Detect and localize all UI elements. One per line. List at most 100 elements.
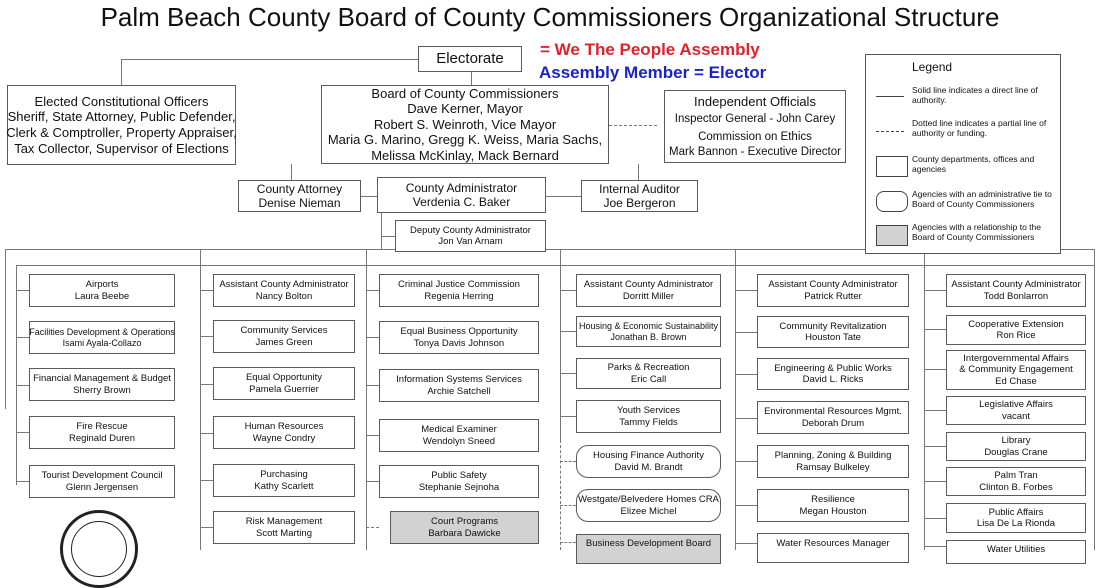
col6-tick (924, 446, 946, 447)
col5-tick (735, 543, 757, 544)
col3-tick (366, 337, 379, 338)
col3-dashed-spine (366, 470, 367, 550)
dept-planning-zoning-building: Planning, Zoning & Building Ramsay Bulke… (757, 445, 909, 478)
dept-head: Ed Chase (995, 375, 1037, 387)
col5-tick (735, 290, 757, 291)
col2-tick (200, 480, 213, 481)
asst-admin-miller: Assistant County Administrator Dorritt M… (576, 274, 721, 307)
col6-tick (924, 369, 946, 370)
connector-line (560, 249, 561, 265)
dept-head: Laura Beebe (74, 290, 130, 302)
col3-tick-dashed (366, 527, 379, 528)
dept-head: Isami Ayala-Collazo (62, 337, 142, 348)
board-member: Robert S. Weinroth, Vice Mayor (373, 116, 557, 132)
dept-title: Legislative Affairs (979, 399, 1053, 411)
dept-title: Intergovernmental Affairs (963, 353, 1069, 365)
dept-head: Sherry Brown (73, 384, 131, 396)
sub-branch-line (16, 265, 1094, 266)
dept-head: Pamela Guerrier (249, 383, 319, 395)
col2-tick (200, 527, 213, 528)
agency-westgate-belvedere-cra: Westgate/Belvedere Homes CRA Elizee Mich… (576, 489, 721, 522)
col2-tick (200, 290, 213, 291)
agency-housing-finance-authority: Housing Finance Authority David M. Brand… (576, 445, 721, 478)
dept-title: Assistant County Administrator (583, 279, 714, 291)
dept-fire-rescue: Fire Rescue Reginald Duren (29, 416, 175, 449)
dept-engineering-public-works: Engineering & Public Works David L. Rick… (757, 358, 909, 390)
col4-tick-dashed (560, 542, 576, 543)
dept-title: Criminal Justice Commission (398, 279, 520, 291)
connector-line (121, 59, 122, 85)
col5-tick (735, 418, 757, 419)
dept-public-affairs: Public Affairs Lisa De La Rionda (946, 503, 1086, 533)
col6-tick (924, 481, 946, 482)
independent-line: Commission on Ethics (698, 131, 812, 144)
criminal-justice-commission: Criminal Justice Commission Regenia Herr… (379, 274, 539, 307)
internal-auditor-name: Joe Bergeron (603, 196, 676, 210)
board-of-commissioners-box: Board of County Commissioners Dave Kerne… (321, 85, 609, 164)
county-administrator-title: County Administrator (405, 180, 518, 195)
dept-resilience: Resilience Megan Houston (757, 489, 909, 522)
connector-line (381, 213, 382, 249)
dept-water-resources-manager: Water Resources Manager (757, 533, 909, 563)
agency-business-development-board: Business Development Board (576, 534, 721, 564)
independent-line: Mark Bannon - Executive Director (669, 145, 841, 158)
independent-officials-box: Independent Officials Inspector General … (664, 90, 846, 163)
electorate-box: Electorate (418, 46, 522, 72)
dept-title: Cooperative Extension (968, 318, 1064, 330)
dept-title: Resilience (811, 494, 855, 506)
dept-palm-tran: Palm Tran Clinton B. Forbes (946, 467, 1086, 496)
dept-youth-services: Youth Services Tammy Fields (576, 400, 721, 433)
dept-cooperative-extension: Cooperative Extension Ron Rice (946, 315, 1086, 345)
col6-tick (924, 518, 946, 519)
dept-water-utilities: Water Utilities (946, 540, 1086, 564)
col6-spine (924, 265, 925, 550)
dept-head: Todd Bonlarron (983, 290, 1049, 302)
internal-auditor-title: Internal Auditor (599, 181, 680, 196)
dept-title: Westgate/Belvedere Homes CRA (578, 494, 719, 506)
dept-head: Ron Rice (996, 330, 1036, 341)
col4-spine (560, 265, 561, 440)
col5-spine (735, 265, 736, 550)
connector-line (291, 164, 292, 180)
independent-line: Inspector General - John Carey (674, 113, 836, 126)
col1-tick (16, 432, 29, 433)
slogan-assembly-member: Assembly Member = Elector (539, 63, 767, 82)
col1-tick (16, 385, 29, 386)
dept-risk-management: Risk Management Scott Marting (213, 511, 355, 544)
dept-title: Water Resources Manager (776, 538, 890, 549)
dept-title: Community Services (240, 325, 328, 337)
col2-spine (200, 265, 201, 550)
dept-head: David L. Ricks (802, 374, 864, 385)
dept-title: Planning, Zoning & Building (774, 450, 892, 462)
dept-head: Megan Houston (799, 505, 867, 517)
rounded-box-symbol (876, 191, 908, 212)
col3-tick (366, 481, 379, 482)
electorate-label: Electorate (436, 50, 504, 67)
independent-title: Independent Officials (694, 93, 816, 109)
dept-head: Tonya Davis Johnson (413, 337, 505, 349)
dept-head: Jonathan B. Brown (610, 331, 687, 342)
dept-head: Wendolyn Sneed (422, 435, 496, 447)
dept-head: Patrick Rutter (804, 290, 862, 302)
dept-head: Stephanie Sejnoha (418, 481, 500, 493)
main-branch-line (5, 249, 1095, 250)
deputy-administrator-title: Deputy County Administrator (410, 224, 531, 236)
internal-auditor-box: Internal Auditor Joe Bergeron (581, 180, 698, 212)
dept-public-safety: Public Safety Stephanie Sejnoha (379, 465, 539, 498)
agency-court-programs: Court Programs Barbara Dawicke (390, 511, 539, 544)
dept-title: Housing & Economic Sustainability (578, 320, 719, 331)
col5-tick (735, 461, 757, 462)
dept-title: Business Development Board (585, 538, 712, 549)
dept-library: Library Douglas Crane (946, 432, 1086, 461)
dept-title: Equal Business Opportunity (400, 326, 518, 338)
connector-line (5, 249, 6, 409)
dept-title: Medical Examiner (421, 424, 497, 436)
col1-spine (16, 265, 17, 485)
dept-parks-recreation: Parks & Recreation Eric Call (576, 358, 721, 389)
dept-title: Environmental Resources Mgmt. (764, 406, 902, 418)
dept-housing-economic-sustainability: Housing & Economic Sustainability Jonath… (576, 316, 721, 347)
dept-head: Nancy Bolton (255, 290, 313, 302)
connector-line (361, 196, 377, 197)
board-member: Melissa McKinlay, Mack Bernard (371, 147, 559, 163)
dept-title: Information Systems Services (396, 374, 522, 386)
